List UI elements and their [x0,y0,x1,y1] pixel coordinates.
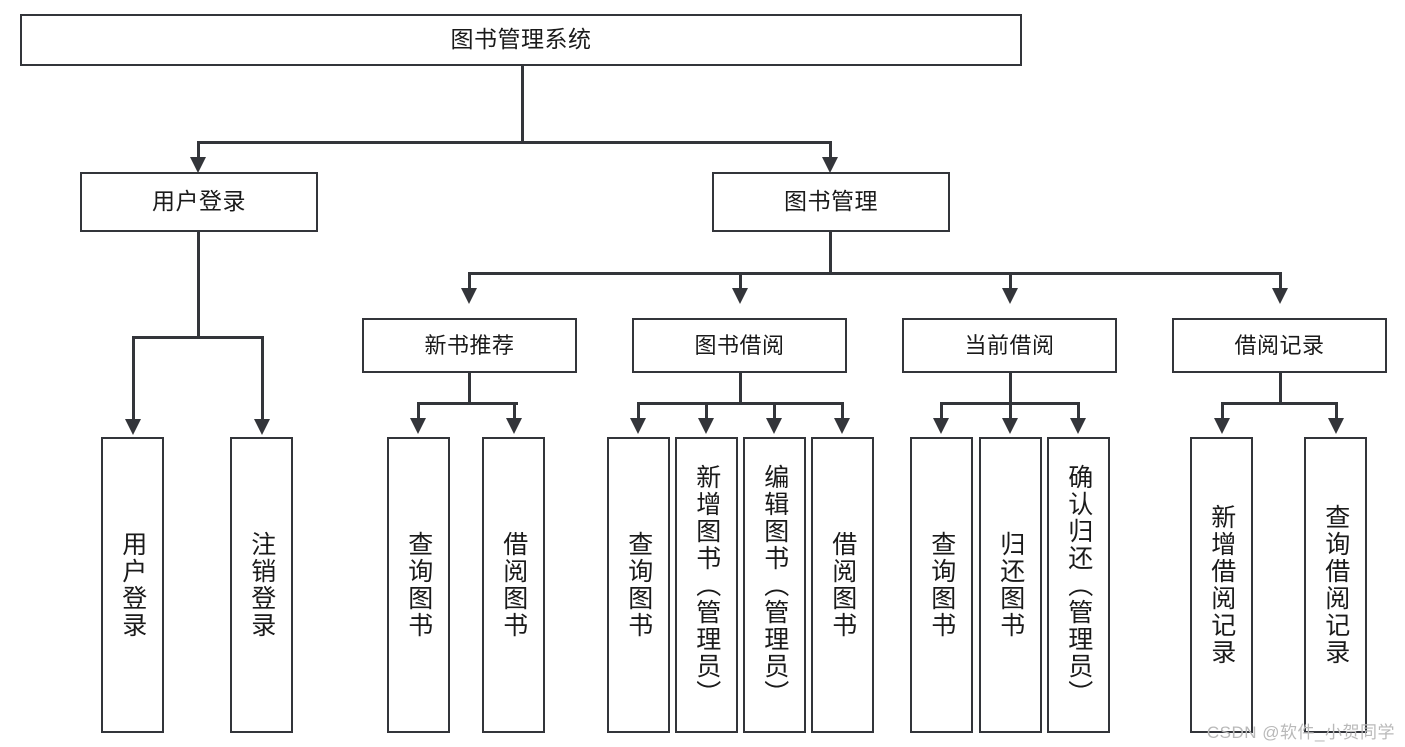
connector-root-to-user-login [197,141,200,161]
arrowhead-nbr-leaf-2 [506,418,522,434]
leaf-current-borrow-return-book[interactable]: 归还图书 [979,437,1042,733]
leaf-user-login-login[interactable]: 用户登录 [101,437,164,733]
arrowhead-bm-to-current-borrow [1002,288,1018,304]
node-borrow-record[interactable]: 借阅记录 [1172,318,1387,373]
connector-cb-stem [1009,373,1012,403]
node-label: 图书借阅 [694,332,785,358]
connector-user-login-stem [197,232,200,337]
leaf-new-book-borrow-book[interactable]: 借阅图书 [482,437,545,733]
node-book-borrow[interactable]: 图书借阅 [632,318,847,373]
arrowhead-br-leaf-1 [1214,418,1230,434]
connector-nbr-stem [468,373,471,403]
connector-book-management-stem [829,232,832,274]
connector-cb-leaf-1 [940,402,943,420]
node-current-borrow[interactable]: 当前借阅 [902,318,1117,373]
arrowhead-bb-leaf-1 [630,418,646,434]
node-label: 编辑图书（管理员） [760,463,789,707]
connector-user-login-leaf-1 [132,336,135,421]
arrowhead-bm-to-borrow-record [1272,288,1288,304]
node-label: 查询图书 [404,531,433,639]
connector-user-login-leaf-2 [261,336,264,421]
node-label: 当前借阅 [964,332,1055,358]
connector-bm-to-new-book [468,272,471,290]
node-label: 用户登录 [118,531,147,639]
arrowhead-cb-leaf-3 [1070,418,1086,434]
arrowhead-bm-to-book-borrow [732,288,748,304]
connector-bm-to-current-borrow [1009,272,1012,290]
node-label: 借阅记录 [1234,332,1325,358]
arrowhead-cb-leaf-1 [933,418,949,434]
node-label: 图书管理 [784,188,878,215]
connector-root-to-book-management [829,141,832,161]
connector-br-leaf-1 [1221,402,1224,420]
node-label: 查询借阅记录 [1321,504,1350,666]
connector-bb-leaf-3 [773,402,776,420]
connector-bb-leaf-1 [637,402,640,420]
arrowhead-user-login-leaf-1 [125,419,141,435]
leaf-borrow-record-query-record[interactable]: 查询借阅记录 [1304,437,1367,733]
leaf-book-borrow-edit-book-admin[interactable]: 编辑图书（管理员） [743,437,806,733]
leaf-current-borrow-query-book[interactable]: 查询图书 [910,437,973,733]
arrowhead-user-login-leaf-2 [254,419,270,435]
connector-br-stem [1279,373,1282,403]
connector-cb-leaf-3 [1077,402,1080,420]
arrowhead-br-leaf-2 [1328,418,1344,434]
connector-bm-to-borrow-record [1279,272,1282,290]
leaf-new-book-query-book[interactable]: 查询图书 [387,437,450,733]
connector-nbr-leaf-1 [417,402,420,420]
connector-bb-stem [739,373,742,403]
arrowhead-bb-leaf-3 [766,418,782,434]
node-label: 归还图书 [996,531,1025,639]
arrowhead-nbr-leaf-1 [410,418,426,434]
node-label: 借阅图书 [828,531,857,639]
arrowhead-bb-leaf-4 [834,418,850,434]
leaf-book-borrow-add-book-admin[interactable]: 新增图书（管理员） [675,437,738,733]
connector-br-bus [1222,402,1337,405]
connector-root-bus [198,141,832,144]
leaf-book-borrow-query-book[interactable]: 查询图书 [607,437,670,733]
arrowhead-root-to-book-management [822,157,838,173]
connector-bb-bus [638,402,842,405]
node-label: 新书推荐 [424,332,515,358]
connector-book-management-bus [469,272,1281,275]
arrowhead-root-to-user-login [190,157,206,173]
node-user-login[interactable]: 用户登录 [80,172,318,232]
leaf-book-borrow-borrow-book[interactable]: 借阅图书 [811,437,874,733]
node-label: 注销登录 [247,531,276,639]
node-label: 查询图书 [927,531,956,639]
connector-nbr-bus [418,402,518,405]
connector-bb-leaf-4 [841,402,844,420]
node-label: 新增借阅记录 [1207,504,1236,666]
csdn-watermark: CSDN @软件_小贺同学 [1206,723,1395,742]
node-label: 确认归还（管理员） [1064,463,1093,707]
node-book-management[interactable]: 图书管理 [712,172,950,232]
node-label: 查询图书 [624,531,653,639]
node-new-book-recommend[interactable]: 新书推荐 [362,318,577,373]
leaf-borrow-record-add-record[interactable]: 新增借阅记录 [1190,437,1253,733]
connector-root-stem [521,66,524,142]
arrowhead-cb-leaf-2 [1002,418,1018,434]
leaf-user-login-logout[interactable]: 注销登录 [230,437,293,733]
connector-cb-leaf-2 [1009,402,1012,420]
node-label: 新增图书（管理员） [692,463,721,707]
leaf-current-borrow-confirm-return-admin[interactable]: 确认归还（管理员） [1047,437,1110,733]
connector-bb-leaf-2 [705,402,708,420]
connector-nbr-leaf-2 [513,402,516,420]
connector-br-leaf-2 [1335,402,1338,420]
node-label: 用户登录 [152,188,246,215]
node-root-book-management-system[interactable]: 图书管理系统 [20,14,1022,66]
connector-user-login-bus [133,336,263,339]
node-label: 借阅图书 [499,531,528,639]
connector-bm-to-book-borrow [739,272,742,290]
node-label: 图书管理系统 [450,26,592,53]
arrowhead-bb-leaf-2 [698,418,714,434]
arrowhead-bm-to-new-book [461,288,477,304]
